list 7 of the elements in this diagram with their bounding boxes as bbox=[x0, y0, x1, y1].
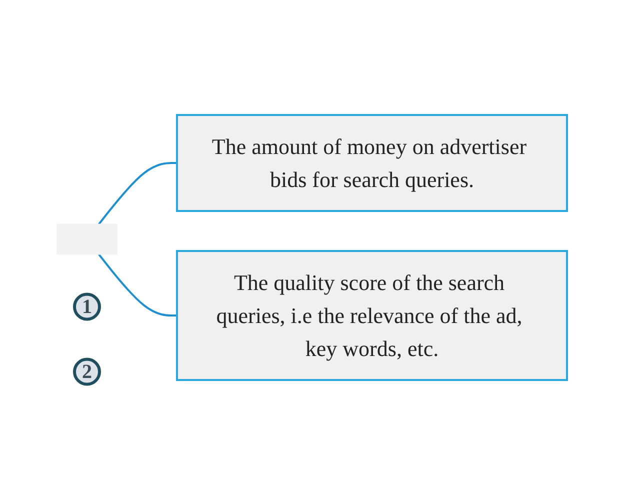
node-box: The quality score of the search queries, i.e the relevance of the ad, key words, etc. bbox=[176, 250, 568, 381]
node-circle: 1 bbox=[72, 292, 100, 320]
node-box bbox=[56, 223, 117, 254]
node-box: The amount of money on advertiser bids for search queries. bbox=[176, 114, 568, 212]
node-circle: 2 bbox=[72, 357, 100, 386]
connector bbox=[98, 253, 176, 316]
connector bbox=[98, 162, 176, 224]
